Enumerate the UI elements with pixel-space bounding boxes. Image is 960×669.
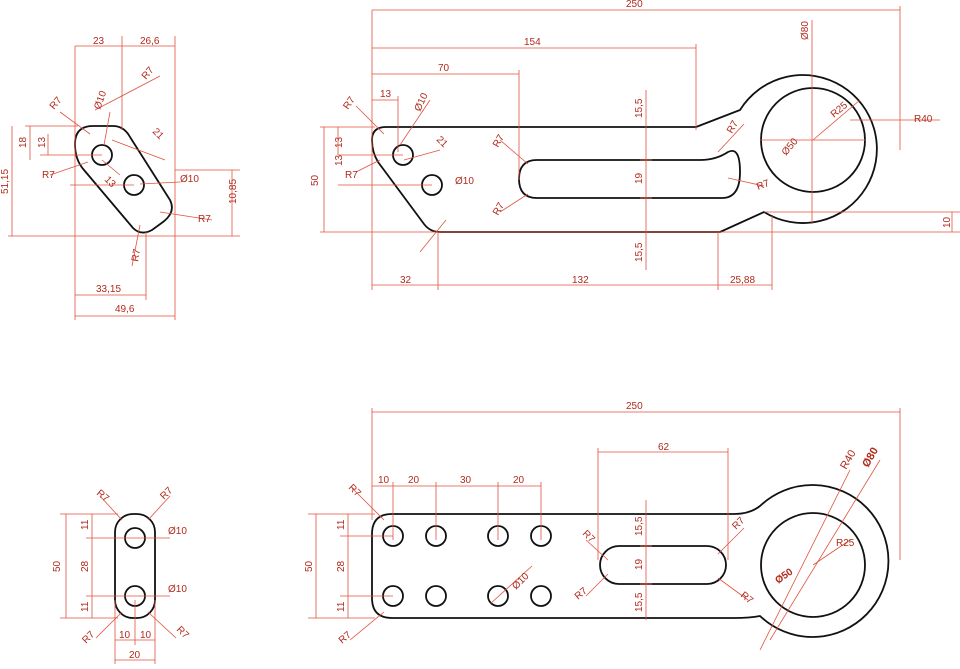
dim-label: 13 [380,89,392,100]
dim-label: Ø10 [510,571,531,592]
dim-label: 30 [460,475,472,486]
dim-label: R7 [198,214,211,225]
dim-label: 23 [93,36,105,47]
dim-label: R40 [838,448,858,471]
dim-label: R7 [130,248,143,263]
top-side-part-outline [74,125,173,234]
dim-label: Ø50 [773,566,795,586]
dim-label: 70 [438,63,450,74]
dim-label: 250 [626,0,643,10]
top-main-part-outline [371,74,878,233]
dim-label: 18 [18,136,29,148]
dim-label: R7 [580,528,597,545]
dim-label: 19 [634,172,645,184]
dim-label: 19 [634,558,645,570]
dim-label: 28 [336,560,347,572]
dim-label: 154 [524,37,541,48]
dim-label: R7 [80,629,97,646]
dim-label: R7 [158,485,175,502]
dim-label: R7 [491,133,507,150]
dim-label: 250 [626,401,643,412]
dim-label: 50 [52,560,63,572]
dim-label: 11 [336,601,347,612]
bottom-main-part-outline [371,484,890,638]
bottom-side-dimension-lines [60,495,177,664]
dim-label: 21 [150,126,166,142]
dim-label: R7 [491,201,507,218]
dim-label: R7 [94,488,111,505]
dim-label: 21 [434,134,450,150]
dim-label: 13 [37,136,48,148]
dim-label: R7 [345,170,358,181]
dim-label: R7 [337,629,354,646]
bottom-side-dimension-labels: R7 R7 11 28 11 50 Ø10 Ø10 R7 R7 10 10 20 [52,485,191,661]
top-side-dimension-lines [8,36,240,320]
dim-label: Ø80 [860,445,881,469]
dim-label: Ø10 [168,584,187,595]
dim-label: R7 [42,170,55,181]
dim-label: 25,88 [730,275,755,286]
dim-label: Ø10 [455,176,474,187]
dim-label: 50 [310,174,321,186]
dim-label: 28 [80,560,91,572]
bottom-main-dimension-labels: 250 62 10 20 30 20 R7 11 28 11 50 R7 Ø10… [304,401,881,646]
dim-label: 10 [942,216,953,228]
dim-label: R7 [725,119,741,136]
dim-label: 11 [336,519,347,530]
dim-label: 26,6 [140,36,160,47]
dim-label: 10 [378,475,390,486]
dim-label: R25 [836,538,855,549]
dim-label: R25 [829,100,850,121]
dim-label: R7 [48,95,65,112]
dim-label: Ø10 [168,526,187,537]
dim-label: 132 [572,275,589,286]
dim-label: 20 [129,650,141,661]
dim-label: 51,15 [0,169,11,194]
dim-label: R7 [341,95,358,112]
dim-label: 13 [334,136,345,148]
dim-label: 13 [102,174,118,190]
dim-label: 20 [408,475,420,486]
bottom-main-dimension-lines [308,408,901,651]
dim-label: 10 [140,630,152,641]
dim-label: 15,5 [634,516,645,536]
bottom-main-view: 250 62 10 20 30 20 R7 11 28 11 50 R7 Ø10… [304,401,901,651]
dim-label: 11 [80,519,91,530]
dim-label: 11 [80,601,91,612]
dim-label: 10,85 [228,179,239,204]
dim-label: R7 [738,590,755,607]
dim-label: Ø10 [92,89,109,111]
top-main-view: 250 154 70 13 Ø10 Ø80 R7 13 50 13 R7 21 … [310,0,960,290]
dim-label: 15,5 [634,242,645,262]
top-main-dimension-lines [320,6,960,290]
dim-label: 10 [119,630,131,641]
top-side-dimension-labels: 23 26,6 18 13 51,15 R7 R7 R7 Ø10 21 13 Ø… [0,36,239,315]
dim-label: R40 [914,114,933,125]
top-main-dimension-labels: 250 154 70 13 Ø10 Ø80 R7 13 50 13 R7 21 … [310,0,953,286]
dim-label: 20 [513,475,525,486]
dim-label: R7 [730,515,747,532]
dim-label: Ø80 [800,21,811,40]
dim-label: 49,6 [115,304,135,315]
dim-label: 15,5 [634,98,645,118]
dim-label: 13 [334,154,345,166]
dim-label: 32 [400,275,412,286]
dim-label: 15,5 [634,592,645,612]
top-side-view: 23 26,6 18 13 51,15 R7 R7 R7 Ø10 21 13 Ø… [0,36,240,320]
dim-label: Ø10 [180,174,199,185]
dim-label: 62 [658,442,670,453]
bottom-side-view: R7 R7 11 28 11 50 Ø10 Ø10 R7 R7 10 10 20 [52,485,191,664]
dim-label: R7 [573,585,590,602]
dim-label: Ø50 [780,136,801,158]
dim-label: R7 [174,624,191,641]
dim-label: 33,15 [96,284,121,295]
dim-label: 50 [304,560,315,572]
dim-label: R7 [755,178,771,193]
